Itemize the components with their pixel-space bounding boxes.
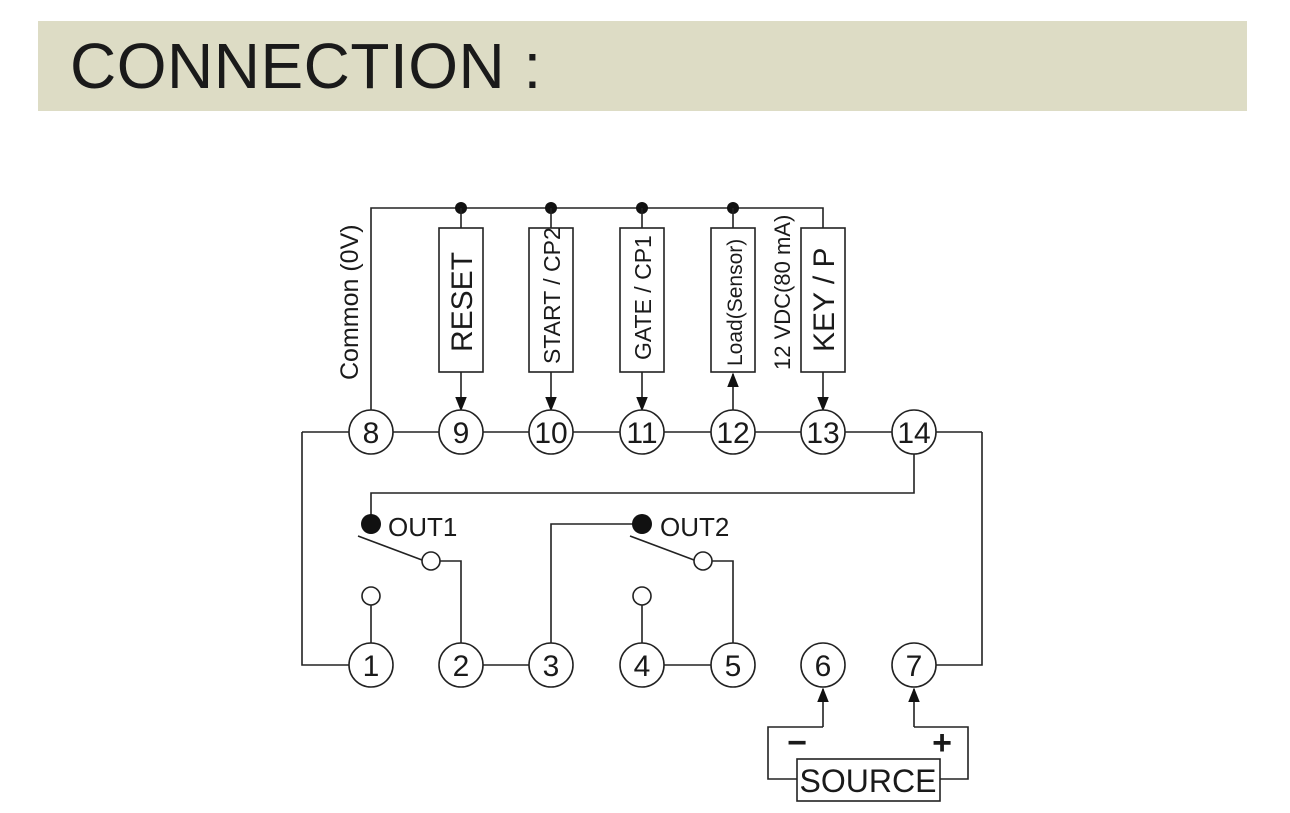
power-source: SOURCE − +: [767, 687, 969, 802]
right-loop-wire: [936, 432, 983, 666]
relay-common-contact: [632, 514, 652, 534]
terminal-7: 7: [891, 642, 937, 688]
bottom-terminals: 1 2 3 4 5 6 7: [348, 642, 937, 688]
input-start-cp2: START / CP2: [528, 208, 574, 412]
page-title: CONNECTION :: [70, 30, 542, 102]
input-box: [438, 227, 484, 373]
input-box: [710, 227, 756, 373]
svg-text:7: 7: [906, 650, 923, 683]
relay-out1: OUT1: [357, 454, 915, 643]
input-box: [619, 227, 665, 373]
input-label: Load(Sensor): [724, 239, 747, 366]
svg-text:12: 12: [716, 417, 749, 450]
source-box: [796, 758, 941, 802]
common-label: Common (0V): [336, 224, 364, 380]
terminal-6: 6: [800, 642, 846, 688]
terminal-14: 14: [891, 409, 937, 455]
terminal-13: 13: [800, 409, 846, 455]
common-bus-wire: [370, 207, 824, 412]
terminal-11: 11: [619, 409, 665, 455]
input-label: KEY / P: [808, 247, 841, 352]
input-label: START / CP2: [539, 227, 565, 364]
source-plus-sign: +: [932, 724, 952, 762]
terminal-10: 10: [528, 409, 574, 455]
relay-switch-arm: [629, 535, 695, 561]
relay-common-contact: [361, 514, 381, 534]
source-positive-wire: [914, 726, 969, 780]
svg-text:3: 3: [543, 650, 560, 683]
source-minus-sign: −: [787, 724, 807, 762]
input-key-p: KEY / P: [800, 227, 846, 412]
input-label: RESET: [446, 252, 479, 352]
svg-text:4: 4: [634, 650, 651, 683]
terminal-9: 9: [438, 409, 484, 455]
relay-label: OUT2: [660, 512, 729, 542]
relay-no-contact: [693, 551, 713, 571]
svg-text:5: 5: [725, 650, 742, 683]
svg-text:9: 9: [453, 417, 470, 450]
input-label: GATE / CP1: [630, 235, 656, 360]
terminal-5: 5: [710, 642, 756, 688]
source-negative-wire: [767, 726, 823, 780]
svg-text:11: 11: [626, 417, 657, 450]
terminal-4: 4: [619, 642, 665, 688]
svg-text:6: 6: [815, 650, 832, 683]
svg-text:10: 10: [534, 417, 567, 450]
terminal-8: 8: [348, 409, 394, 455]
svg-text:8: 8: [363, 417, 380, 450]
supply-label: 12 VDC(80 mA): [770, 215, 795, 370]
relay-switch-arm: [357, 535, 423, 561]
svg-text:1: 1: [363, 650, 380, 683]
terminal-2: 2: [438, 642, 484, 688]
source-label: SOURCE: [800, 763, 937, 799]
left-loop-wire: [301, 432, 349, 666]
svg-text:2: 2: [453, 650, 470, 683]
svg-text:14: 14: [897, 417, 930, 450]
input-gate-cp1: GATE / CP1: [619, 208, 665, 412]
input-box: [800, 227, 846, 373]
relay-out2: OUT2: [550, 512, 734, 643]
relay-label: OUT1: [388, 512, 457, 542]
input-box: [528, 227, 574, 373]
terminal-1: 1: [348, 642, 394, 688]
top-terminals: 8 9 10 11 12 13 14: [348, 409, 937, 455]
terminal-3: 3: [528, 642, 574, 688]
terminal-12: 12: [710, 409, 756, 455]
header-bar: CONNECTION :: [38, 21, 1247, 111]
relay-nc-contact: [632, 586, 652, 606]
input-reset: RESET: [438, 208, 484, 412]
input-load-sensor: Load(Sensor): [710, 208, 756, 410]
svg-text:13: 13: [806, 417, 839, 450]
relay-nc-contact: [361, 586, 381, 606]
relay-no-contact: [421, 551, 441, 571]
